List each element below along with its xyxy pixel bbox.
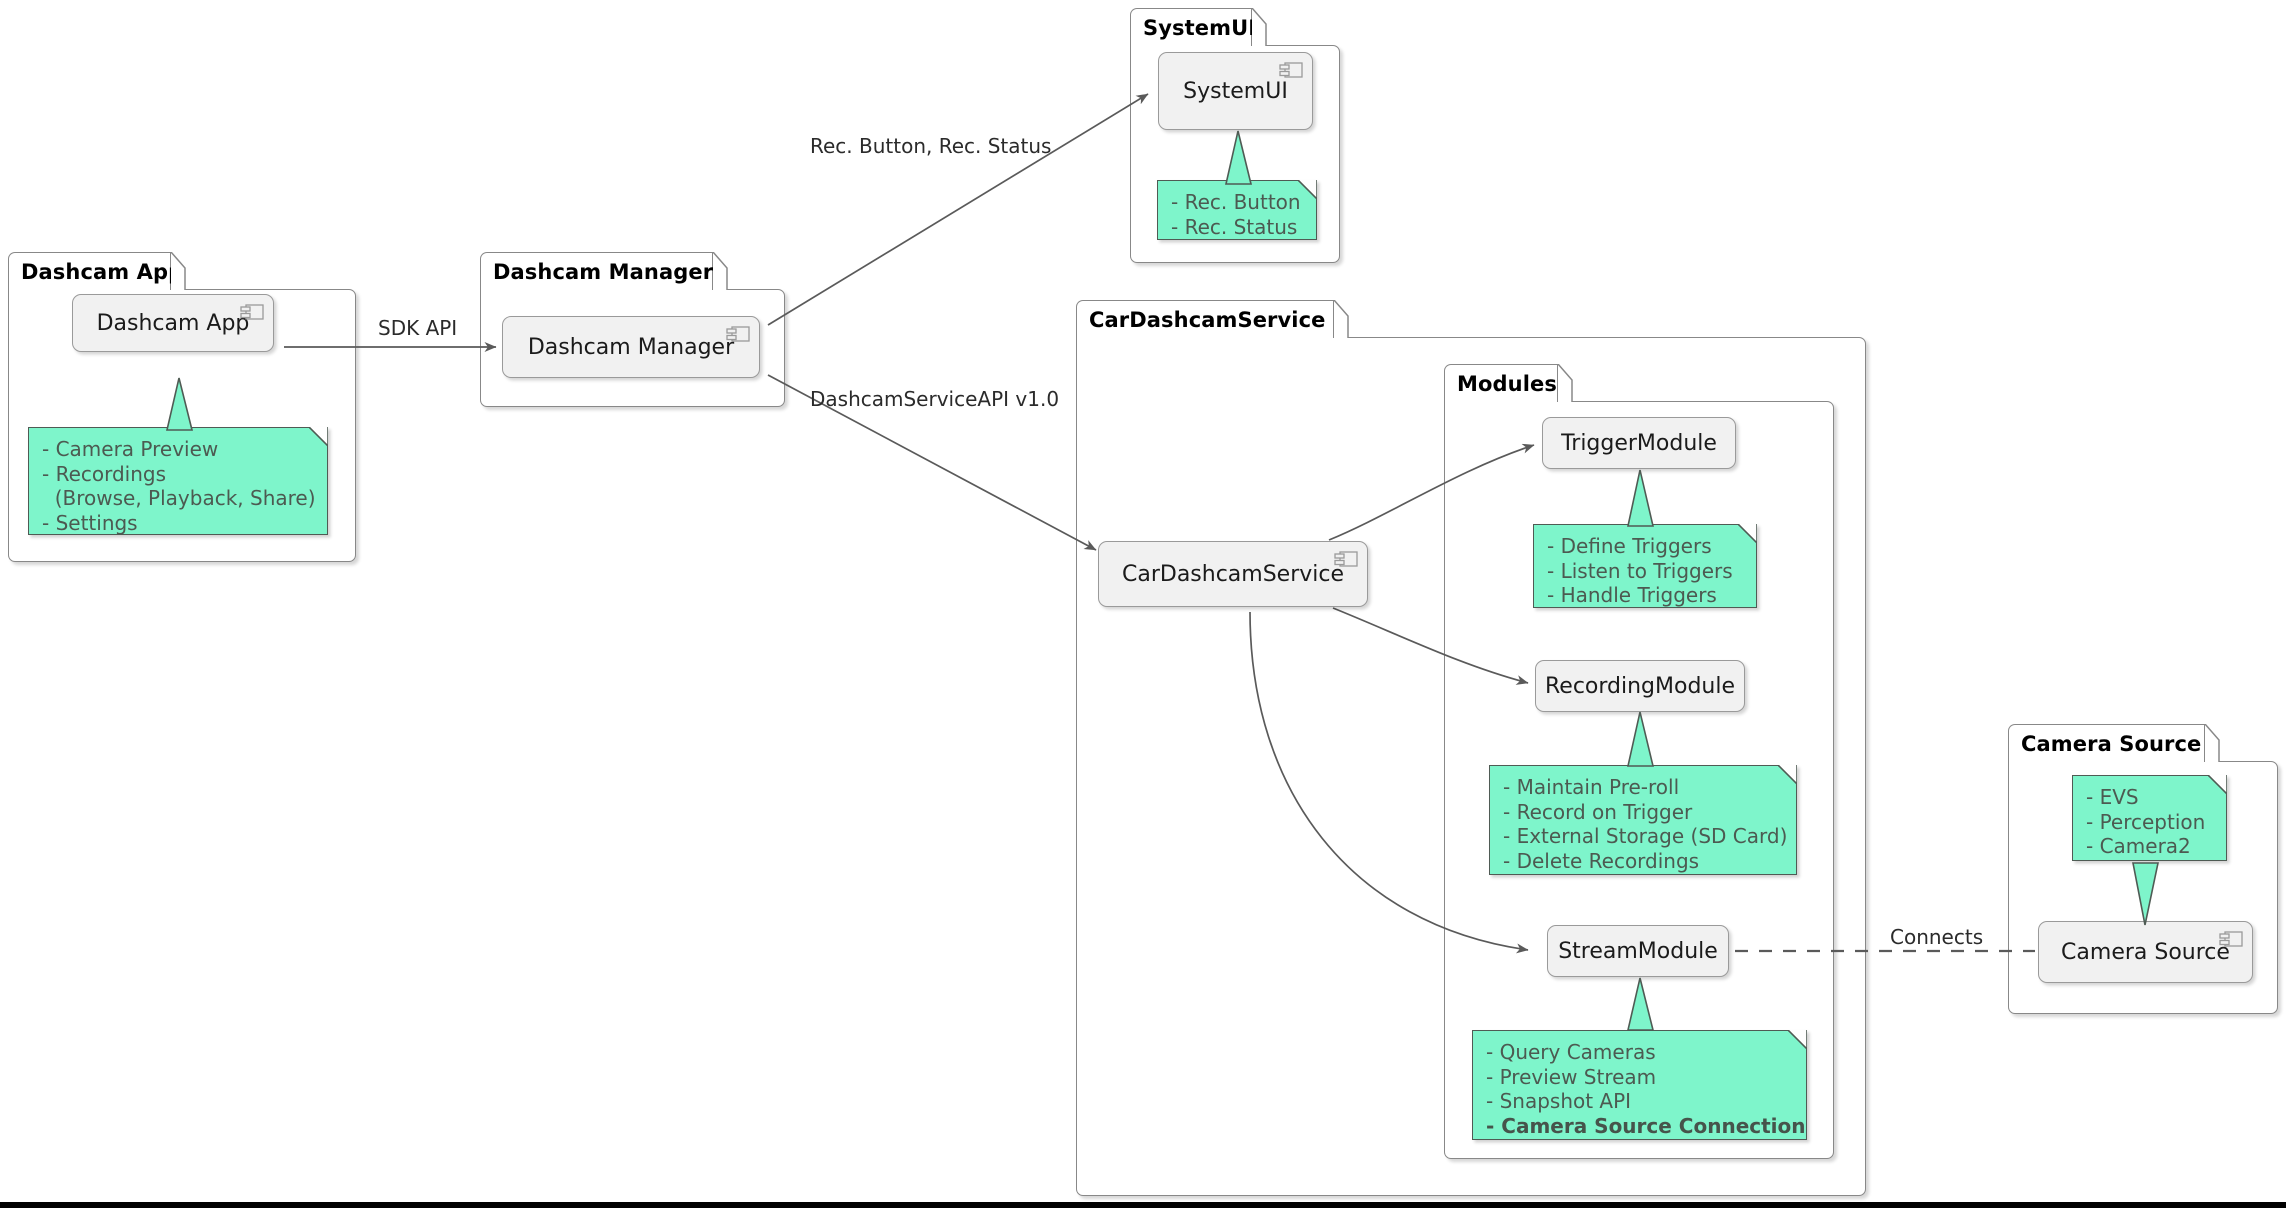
note-recording-module: - Maintain Pre-roll- Record on Trigger- …: [1489, 765, 1797, 875]
note-text-dashcam-app: - Camera Preview- Recordings (Browse, Pl…: [42, 437, 316, 535]
package-title-camera-source: Camera Source: [2021, 731, 2202, 756]
package-tab-dashcam-manager: Dashcam Manager: [480, 252, 713, 290]
component-label-car-dashcam-service: CarDashcamService: [1121, 561, 1345, 587]
note-fold-corner: [2208, 775, 2227, 794]
note-text-stream-module: - Query Cameras- Preview Stream- Snapsho…: [1486, 1040, 1806, 1138]
component-label-recording-module: RecordingModule: [1544, 673, 1736, 699]
component-trigger-module[interactable]: TriggerModule: [1542, 417, 1736, 469]
edge-label-dashcam-service-api: DashcamServiceAPI v1.0: [810, 387, 1060, 411]
note-stream-module: - Query Cameras- Preview Stream- Snapsho…: [1472, 1030, 1807, 1140]
edge-label-sdk-api: SDK API: [378, 316, 458, 340]
note-fold-corner: [309, 427, 328, 446]
package-tab-car-dashcam-service: CarDashcamService: [1076, 300, 1334, 338]
note-system-ui: - Rec. Button- Rec. Status: [1157, 180, 1317, 240]
edge-label-connects: Connects: [1890, 925, 1984, 949]
uml-component-icon: [1279, 62, 1303, 78]
note-camera-source: - EVS- Perception- Camera2: [2072, 775, 2227, 861]
package-tab-modules: Modules: [1444, 364, 1558, 402]
note-text-system-ui: - Rec. Button- Rec. Status: [1171, 190, 1301, 239]
note-text-camera-source: - EVS- Perception- Camera2: [2086, 785, 2206, 858]
component-car-dashcam-service[interactable]: CarDashcamService: [1098, 541, 1368, 607]
uml-component-icon: [1334, 551, 1358, 567]
component-stream-module[interactable]: StreamModule: [1547, 925, 1729, 977]
edge-label-rec-button-status: Rec. Button, Rec. Status: [810, 134, 1052, 158]
uml-component-icon: [2219, 931, 2243, 947]
package-title-dashcam-manager: Dashcam Manager: [493, 259, 714, 284]
uml-component-icon: [240, 304, 264, 320]
package-tab-fold-system-ui: [1252, 8, 1278, 46]
component-dashcam-manager[interactable]: Dashcam Manager: [502, 316, 760, 378]
note-trigger-module: - Define Triggers- Listen to Triggers- H…: [1533, 524, 1757, 608]
component-label-camera-source: Camera Source: [2061, 939, 2230, 965]
package-tab-fold-camera-source: [2205, 724, 2231, 762]
component-label-dashcam-app: Dashcam App: [96, 310, 250, 336]
note-fold-corner: [1298, 180, 1317, 199]
component-recording-module[interactable]: RecordingModule: [1535, 660, 1745, 712]
component-system-ui[interactable]: SystemUI: [1158, 52, 1313, 130]
component-label-system-ui: SystemUI: [1183, 78, 1288, 104]
note-fold-corner: [1778, 765, 1797, 784]
package-tab-system-ui: SystemUI: [1130, 8, 1256, 46]
note-fold-corner: [1788, 1030, 1807, 1049]
package-tab-fold-dashcam-app: [171, 252, 197, 290]
package-title-modules: Modules: [1457, 371, 1557, 396]
component-label-stream-module: StreamModule: [1558, 938, 1718, 964]
edge-manager-to-systemui: [767, 93, 1149, 326]
component-label-trigger-module: TriggerModule: [1561, 430, 1717, 456]
component-dashcam-app[interactable]: Dashcam App: [72, 294, 274, 352]
package-title-dashcam-app: Dashcam App: [21, 259, 184, 284]
package-tab-dashcam-app: Dashcam App: [8, 252, 183, 290]
package-title-system-ui: SystemUI: [1143, 15, 1257, 40]
package-title-car-dashcam-service: CarDashcamService: [1089, 307, 1326, 332]
package-tab-camera-source: Camera Source: [2008, 724, 2205, 762]
note-text-trigger-module: - Define Triggers- Listen to Triggers- H…: [1547, 534, 1733, 607]
component-label-dashcam-manager: Dashcam Manager: [527, 334, 735, 360]
package-tab-fold-car-dashcam-service: [1334, 300, 1360, 338]
bottom-edge-bar: [0, 1202, 2286, 1208]
note-text-recording-module: - Maintain Pre-roll- Record on Trigger- …: [1503, 775, 1788, 873]
package-tab-fold-modules: [1558, 364, 1584, 402]
package-tab-fold-dashcam-manager: [713, 252, 739, 290]
component-camera-source[interactable]: Camera Source: [2038, 921, 2253, 983]
note-fold-corner: [1738, 524, 1757, 543]
note-dashcam-app: - Camera Preview- Recordings (Browse, Pl…: [28, 427, 328, 535]
uml-component-icon: [726, 326, 750, 342]
